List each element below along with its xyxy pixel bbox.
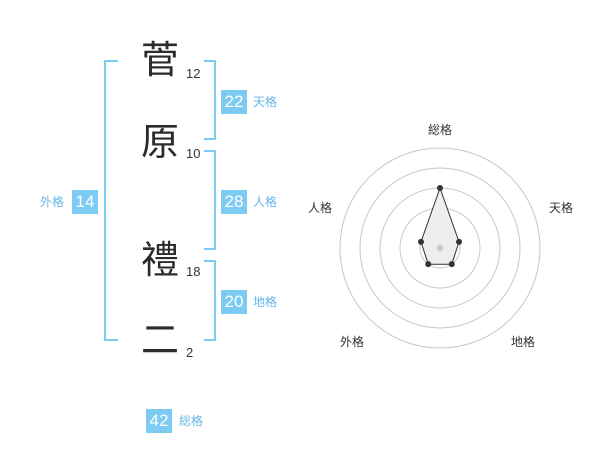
gaikaku-label: 外格 bbox=[40, 195, 65, 209]
gaikaku-bracket bbox=[104, 60, 118, 341]
radar-axis-label-soukaku: 総格 bbox=[428, 123, 453, 137]
jinkaku-bracket bbox=[204, 150, 216, 250]
tenkaku-label: 天格 bbox=[253, 95, 278, 109]
gaikaku-value: 14 bbox=[72, 190, 98, 214]
stroke-count-4: 2 bbox=[186, 345, 194, 360]
soukaku-label: 総格 bbox=[179, 414, 204, 428]
chikaku-value: 20 bbox=[221, 290, 247, 314]
name-char-1: 菅 bbox=[140, 38, 179, 82]
name-char-2: 原 bbox=[140, 120, 179, 164]
radar-point-4 bbox=[425, 261, 432, 268]
name-char-3: 禮 bbox=[140, 238, 179, 282]
name-char-4: 二 bbox=[140, 318, 179, 362]
chikaku-bracket bbox=[204, 260, 216, 341]
radar-point-1 bbox=[437, 185, 443, 191]
radar-series-polygon bbox=[420, 186, 460, 265]
jinkaku-label: 人格 bbox=[253, 195, 278, 209]
soukaku-value: 42 bbox=[146, 409, 172, 433]
radar-axis-label-jinkaku: 人格 bbox=[308, 201, 333, 215]
radar-point-2 bbox=[456, 238, 463, 245]
radar-ring bbox=[359, 167, 521, 329]
tenkaku-bracket bbox=[204, 60, 216, 140]
stroke-count-1: 12 bbox=[186, 66, 201, 81]
radar-axis-label-chikaku: 地格 bbox=[511, 335, 536, 349]
stroke-count-2: 10 bbox=[186, 146, 201, 161]
stroke-count-3: 18 bbox=[186, 264, 201, 279]
radar-ring bbox=[339, 147, 541, 349]
chikaku-label: 地格 bbox=[253, 295, 278, 309]
tenkaku-value: 22 bbox=[221, 90, 247, 114]
radar-center-dot bbox=[437, 245, 443, 251]
radar-axis-label-tenkaku: 天格 bbox=[549, 201, 574, 215]
radar-axis-label-gaikaku: 外格 bbox=[340, 335, 365, 349]
radar-point-3 bbox=[448, 261, 455, 268]
jinkaku-value: 28 bbox=[221, 190, 247, 214]
radar-point-5 bbox=[417, 238, 424, 245]
